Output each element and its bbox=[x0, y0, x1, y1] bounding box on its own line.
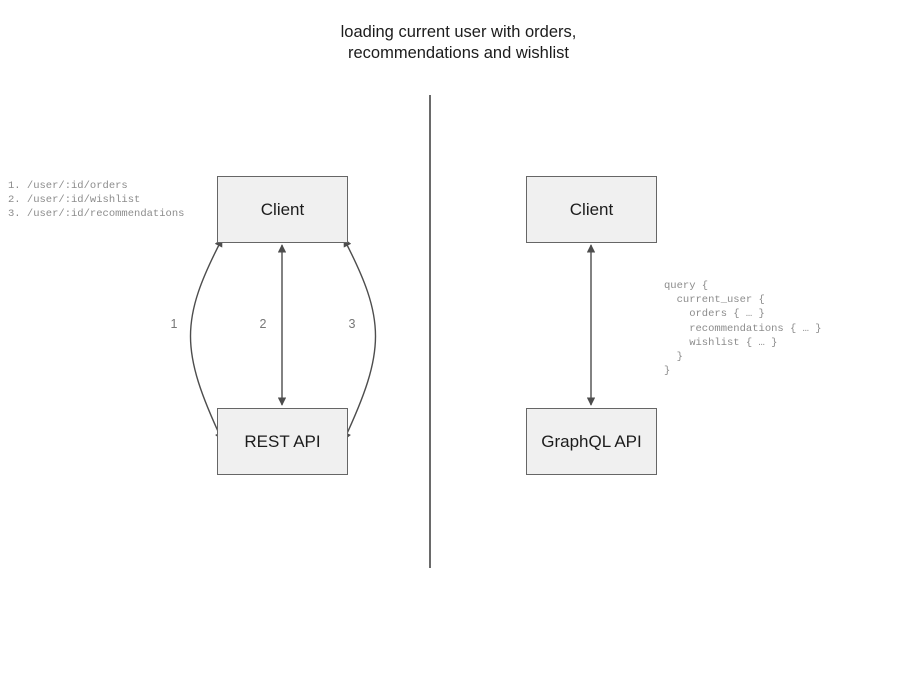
arrow-label-1: 1 bbox=[170, 317, 178, 331]
graphql-query-snippet: query { current_user { orders { … } reco… bbox=[664, 280, 822, 378]
arrow-label-2: 2 bbox=[259, 317, 267, 331]
arrow-label-3: 3 bbox=[348, 317, 356, 331]
arrow-rest-1 bbox=[189, 238, 223, 441]
node-client-graphql[interactable]: Client bbox=[526, 176, 657, 243]
node-rest-api[interactable]: REST API bbox=[217, 408, 348, 475]
rest-endpoint-list: 1. /user/:id/orders 2. /user/:id/wishlis… bbox=[8, 180, 185, 221]
section-divider bbox=[429, 95, 431, 568]
node-graphql-api[interactable]: GraphQL API bbox=[526, 408, 657, 475]
node-client-rest[interactable]: Client bbox=[217, 176, 348, 243]
arrow-rest-3 bbox=[343, 238, 377, 441]
page-title: loading current user with orders, recomm… bbox=[340, 23, 577, 62]
